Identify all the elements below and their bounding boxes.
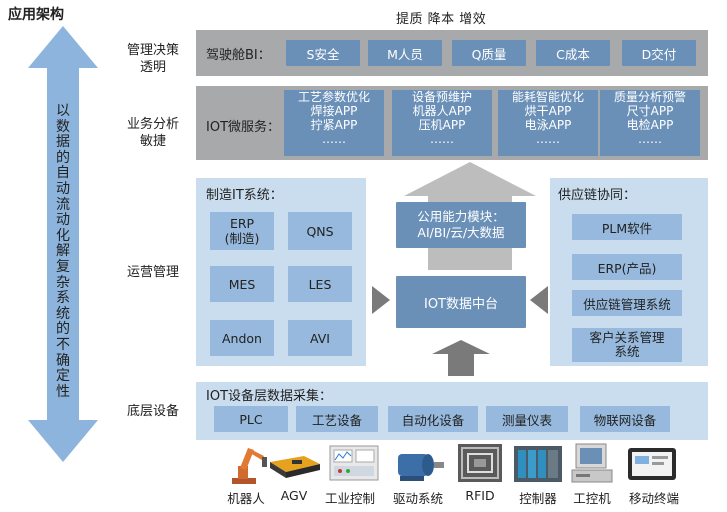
row-label-operation: 运营管理 <box>126 265 179 280</box>
device-item-plc: PLC <box>214 406 288 432</box>
row-label-analysis: 业务分析 敏捷 <box>126 117 179 149</box>
it-item-les: LES <box>288 266 352 302</box>
slogan-char: 流 <box>56 196 70 213</box>
device-label-agv: AGV <box>280 488 308 503</box>
vertical-slogan: 以数据的自动流动化解复杂系统的不确定性 <box>48 103 78 400</box>
device-layer-label: IOT设备层数据采集： <box>206 389 333 404</box>
slogan-char: 定 <box>56 368 70 385</box>
it-item-qns: QNS <box>288 212 352 250</box>
mobile-terminal-icon <box>628 448 676 480</box>
slogan-char: 系 <box>56 290 70 307</box>
cockpit-item-safety: S安全 <box>286 40 360 66</box>
supply-item-scm: 供应链管理系统 <box>572 290 682 316</box>
industrial-pc-icon <box>571 443 613 483</box>
slogan-char: 自 <box>56 165 70 182</box>
row-label-decision: 管理决策 透明 <box>126 43 179 75</box>
left-arrow-icon <box>530 286 548 314</box>
iot-service-band: IOT微服务： 工艺参数优化 焊接APP 拧紧APP …… 设备预维护 机器人A… <box>196 86 708 160</box>
supply-item-erp: ERP(产品) <box>572 254 682 280</box>
service-card-energy: 能耗智能优化 烘干APP 电泳APP …… <box>498 90 598 156</box>
supply-item-crm: 客户关系管理 系统 <box>572 328 682 362</box>
device-label-ipc: 工控机 <box>573 491 611 506</box>
device-label-control: 工业控制 <box>324 491 375 506</box>
slogan-char: 动 <box>56 212 70 229</box>
device-item-process: 工艺设备 <box>296 406 378 432</box>
it-item-mes: MES <box>210 266 274 302</box>
iot-service-label: IOT微服务： <box>206 120 281 135</box>
slogan-char: 统 <box>56 305 70 322</box>
motor-icon <box>398 454 444 481</box>
rfid-chip-icon <box>458 444 502 482</box>
device-item-meter: 测量仪表 <box>486 406 568 432</box>
iot-data-hub: IOT数据中台 <box>396 276 526 328</box>
cockpit-band: 驾驶舱BI： S安全 M人员 Q质量 C成本 D交付 <box>196 30 708 76</box>
service-card-process: 工艺参数优化 焊接APP 拧紧APP …… <box>284 90 384 156</box>
manufacturing-it-block: 制造IT系统： ERP (制造) QNS MES LES Andon AVI <box>196 178 366 366</box>
industrial-control-icon <box>329 445 379 481</box>
left-title: 应用架构 <box>8 7 64 23</box>
controller-cabinet-icon <box>514 446 562 482</box>
device-layer-band: IOT设备层数据采集： PLC 工艺设备 自动化设备 测量仪表 物联网设备 <box>196 382 708 440</box>
slogan-char: 的 <box>56 149 70 166</box>
supply-item-plm: PLM软件 <box>572 214 682 240</box>
slogan-char: 数 <box>56 118 70 135</box>
robot-arm-icon <box>232 448 267 484</box>
cockpit-item-people: M人员 <box>368 40 442 66</box>
manufacturing-it-label: 制造IT系统： <box>206 188 283 203</box>
slogan-char: 据 <box>56 134 70 151</box>
row-label-device: 底层设备 <box>126 404 179 419</box>
device-label-controller: 控制器 <box>519 491 557 506</box>
slogan-char: 解 <box>56 243 70 260</box>
cockpit-label: 驾驶舱BI： <box>206 48 271 63</box>
it-item-andon: Andon <box>210 320 274 356</box>
it-item-erp: ERP (制造) <box>210 212 274 250</box>
supply-chain-block: 供应链协同： PLM软件 ERP(产品) 供应链管理系统 客户关系管理 系统 <box>550 178 708 366</box>
service-card-quality: 质量分析预警 尺寸APP 电检APP …… <box>600 90 700 156</box>
goal-title: 提质 降本 增效 <box>396 12 487 27</box>
service-card-maintenance: 设备预维护 机器人APP 压机APP …… <box>392 90 492 156</box>
agv-icon <box>270 456 320 478</box>
cockpit-item-quality: Q质量 <box>452 40 526 66</box>
capability-module: 公用能力模块： AI/BI/云/大数据 <box>396 202 526 248</box>
supply-chain-label: 供应链协同： <box>558 188 637 203</box>
device-label-robot: 机器人 <box>227 491 265 506</box>
device-label-mobile: 移动终端 <box>628 491 679 506</box>
right-arrow-icon <box>372 286 390 314</box>
up-arrow-top-icon <box>404 162 536 196</box>
slogan-char: 动 <box>56 180 70 197</box>
it-item-avi: AVI <box>288 320 352 356</box>
slogan-char: 性 <box>56 383 70 400</box>
double-arrow-icon <box>28 26 98 462</box>
slogan-char: 确 <box>56 352 70 369</box>
up-arrow-bottom-icon <box>432 340 490 376</box>
slogan-char: 化 <box>56 227 70 244</box>
slogan-char: 的 <box>56 321 70 338</box>
slogan-char: 杂 <box>56 274 70 291</box>
slogan-char: 以 <box>56 103 70 119</box>
device-label-rfid: RFID <box>465 488 495 503</box>
cockpit-item-delivery: D交付 <box>622 40 696 66</box>
cockpit-item-cost: C成本 <box>536 40 610 66</box>
device-label-drive: 驱动系统 <box>392 491 443 506</box>
slogan-char: 复 <box>56 258 70 275</box>
device-item-automation: 自动化设备 <box>388 406 478 432</box>
slogan-char: 不 <box>56 336 70 353</box>
device-item-iot: 物联网设备 <box>580 406 670 432</box>
